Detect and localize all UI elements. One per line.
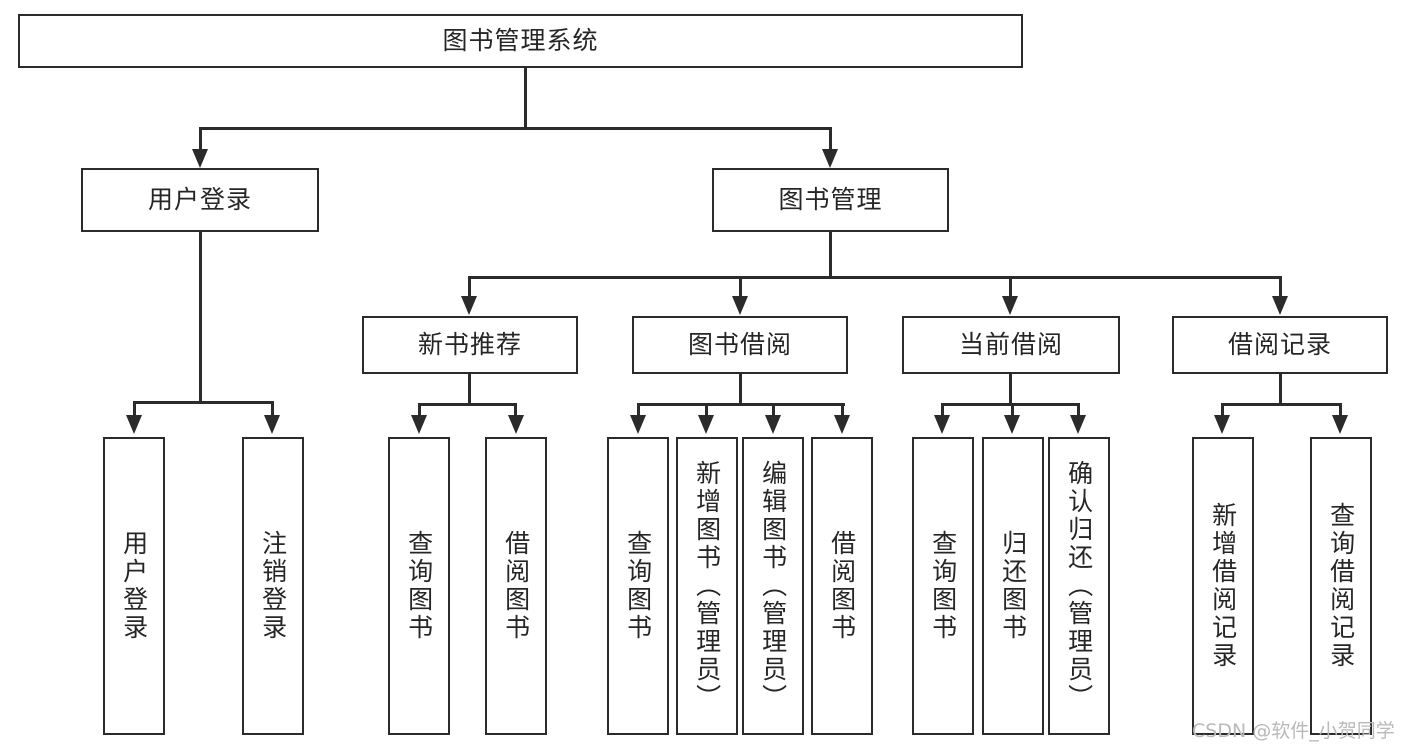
node-borrow-record[interactable]: 借阅记录	[1172, 316, 1388, 374]
node-leaf-user-login[interactable]: 用户登录	[103, 437, 165, 735]
edge-book-borrow-drop-1	[637, 403, 640, 417]
edge-new-book-rec-drop-2	[514, 403, 517, 417]
node-borrow-record-label: 借阅记录	[1227, 330, 1332, 360]
edge-book-manage-bus	[468, 276, 1280, 279]
edge-current-borrow-drop-2	[1011, 403, 1014, 417]
node-leaf-return-book-label: 归还图书	[998, 530, 1028, 642]
edge-book-borrow-drop-3	[772, 403, 775, 417]
edge-root-stem	[524, 68, 527, 127]
arrowhead-leaf-return-book	[1004, 415, 1020, 434]
edge-current-borrow-drop-1	[941, 403, 944, 417]
node-book-manage[interactable]: 图书管理	[712, 168, 949, 232]
node-leaf-borrow-book[interactable]: 借阅图书	[811, 437, 873, 735]
node-leaf-logout-login[interactable]: 注销登录	[242, 437, 304, 735]
node-root-label: 图书管理系统	[442, 26, 599, 56]
node-user-login-label: 用户登录	[147, 185, 252, 215]
edge-borrow-record-drop-1	[1221, 403, 1224, 417]
node-leaf-add-borrow-record-label: 新增借阅记录	[1208, 502, 1238, 670]
arrowhead-leaf-query-borrow-record	[1332, 415, 1348, 434]
node-leaf-query-book-borrow-label: 查询图书	[623, 530, 653, 642]
node-leaf-confirm-return-admin-label: 确认归还（管理员）	[1064, 460, 1094, 712]
node-leaf-borrow-book-rec-label: 借阅图书	[501, 530, 531, 642]
node-root[interactable]: 图书管理系统	[18, 14, 1023, 68]
arrowhead-current-borrow	[1002, 296, 1018, 315]
node-user-login[interactable]: 用户登录	[81, 168, 319, 232]
edge-book-manage-stem	[829, 232, 832, 276]
arrowhead-book-borrow	[732, 296, 748, 315]
node-book-borrow-label: 图书借阅	[687, 330, 792, 360]
edge-current-borrow-drop-3	[1077, 403, 1080, 417]
node-book-borrow[interactable]: 图书借阅	[632, 316, 848, 374]
edge-new-book-rec-drop-1	[418, 403, 421, 417]
edge-to-borrow-record	[1279, 276, 1282, 298]
edge-current-borrow-stem	[1009, 374, 1012, 403]
edge-user-login-drop-2	[271, 401, 274, 417]
node-book-manage-label: 图书管理	[778, 185, 883, 215]
edge-user-login-stem	[199, 232, 202, 401]
edge-user-login-bus	[133, 401, 273, 404]
arrowhead-leaf-borrow-book	[834, 415, 850, 434]
node-leaf-add-borrow-record[interactable]: 新增借阅记录	[1192, 437, 1254, 735]
node-leaf-borrow-book-label: 借阅图书	[827, 530, 857, 642]
arrowhead-leaf-logout-login	[264, 415, 280, 434]
node-leaf-user-login-label: 用户登录	[119, 530, 149, 642]
arrowhead-book-manage	[822, 149, 838, 168]
arrowhead-leaf-confirm-return-admin	[1070, 415, 1086, 434]
arrowhead-leaf-add-book-admin	[698, 415, 714, 434]
edge-new-book-rec-bus	[418, 403, 516, 406]
node-leaf-logout-login-label: 注销登录	[258, 530, 288, 642]
node-leaf-edit-book-admin-label: 编辑图书（管理员）	[758, 460, 788, 712]
edge-book-borrow-drop-4	[841, 403, 844, 417]
node-leaf-query-book-rec-label: 查询图书	[404, 530, 434, 642]
node-leaf-return-book[interactable]: 归还图书	[982, 437, 1044, 735]
csdn-watermark: CSDN @软件_小贺同学	[1192, 720, 1395, 742]
edge-book-borrow-drop-2	[705, 403, 708, 417]
arrowhead-leaf-query-book-rec	[411, 415, 427, 434]
node-new-book-rec-label: 新书推荐	[417, 330, 522, 360]
edge-root-to-book-manage	[829, 127, 832, 151]
node-leaf-query-book-current[interactable]: 查询图书	[912, 437, 974, 735]
node-leaf-add-book-admin[interactable]: 新增图书（管理员）	[676, 437, 738, 735]
node-leaf-borrow-book-rec[interactable]: 借阅图书	[485, 437, 547, 735]
arrowhead-leaf-edit-book-admin	[765, 415, 781, 434]
edge-to-new-book-rec	[468, 276, 471, 298]
edge-root-bus	[199, 127, 831, 130]
edge-root-to-user-login	[199, 127, 202, 151]
arrowhead-leaf-add-borrow-record	[1214, 415, 1230, 434]
arrowhead-leaf-user-login	[126, 415, 142, 434]
edge-user-login-drop-1	[133, 401, 136, 417]
edge-to-book-borrow	[739, 276, 742, 298]
node-leaf-query-book-current-label: 查询图书	[928, 530, 958, 642]
arrowhead-new-book-rec	[461, 296, 477, 315]
edge-book-borrow-bus	[637, 403, 845, 406]
edge-borrow-record-bus	[1221, 403, 1341, 406]
edge-borrow-record-stem	[1279, 374, 1282, 403]
node-leaf-add-book-admin-label: 新增图书（管理员）	[692, 460, 722, 712]
node-current-borrow-label: 当前借阅	[958, 330, 1063, 360]
node-leaf-edit-book-admin[interactable]: 编辑图书（管理员）	[742, 437, 804, 735]
node-leaf-query-borrow-record[interactable]: 查询借阅记录	[1310, 437, 1372, 735]
arrowhead-leaf-borrow-book-rec	[508, 415, 524, 434]
node-current-borrow[interactable]: 当前借阅	[902, 316, 1120, 374]
arrowhead-leaf-query-book-borrow	[630, 415, 646, 434]
edge-to-current-borrow	[1009, 276, 1012, 298]
node-leaf-confirm-return-admin[interactable]: 确认归还（管理员）	[1048, 437, 1110, 735]
node-leaf-query-borrow-record-label: 查询借阅记录	[1326, 502, 1356, 670]
node-new-book-rec[interactable]: 新书推荐	[362, 316, 578, 374]
arrowhead-user-login	[192, 149, 208, 168]
edge-current-borrow-bus	[941, 403, 1080, 406]
edge-new-book-rec-stem	[468, 374, 471, 403]
node-leaf-query-book-rec[interactable]: 查询图书	[388, 437, 450, 735]
edge-book-borrow-stem	[739, 374, 742, 403]
node-leaf-query-book-borrow[interactable]: 查询图书	[607, 437, 669, 735]
arrowhead-leaf-query-book-current	[934, 415, 950, 434]
arrowhead-borrow-record	[1272, 296, 1288, 315]
edge-borrow-record-drop-2	[1339, 403, 1342, 417]
